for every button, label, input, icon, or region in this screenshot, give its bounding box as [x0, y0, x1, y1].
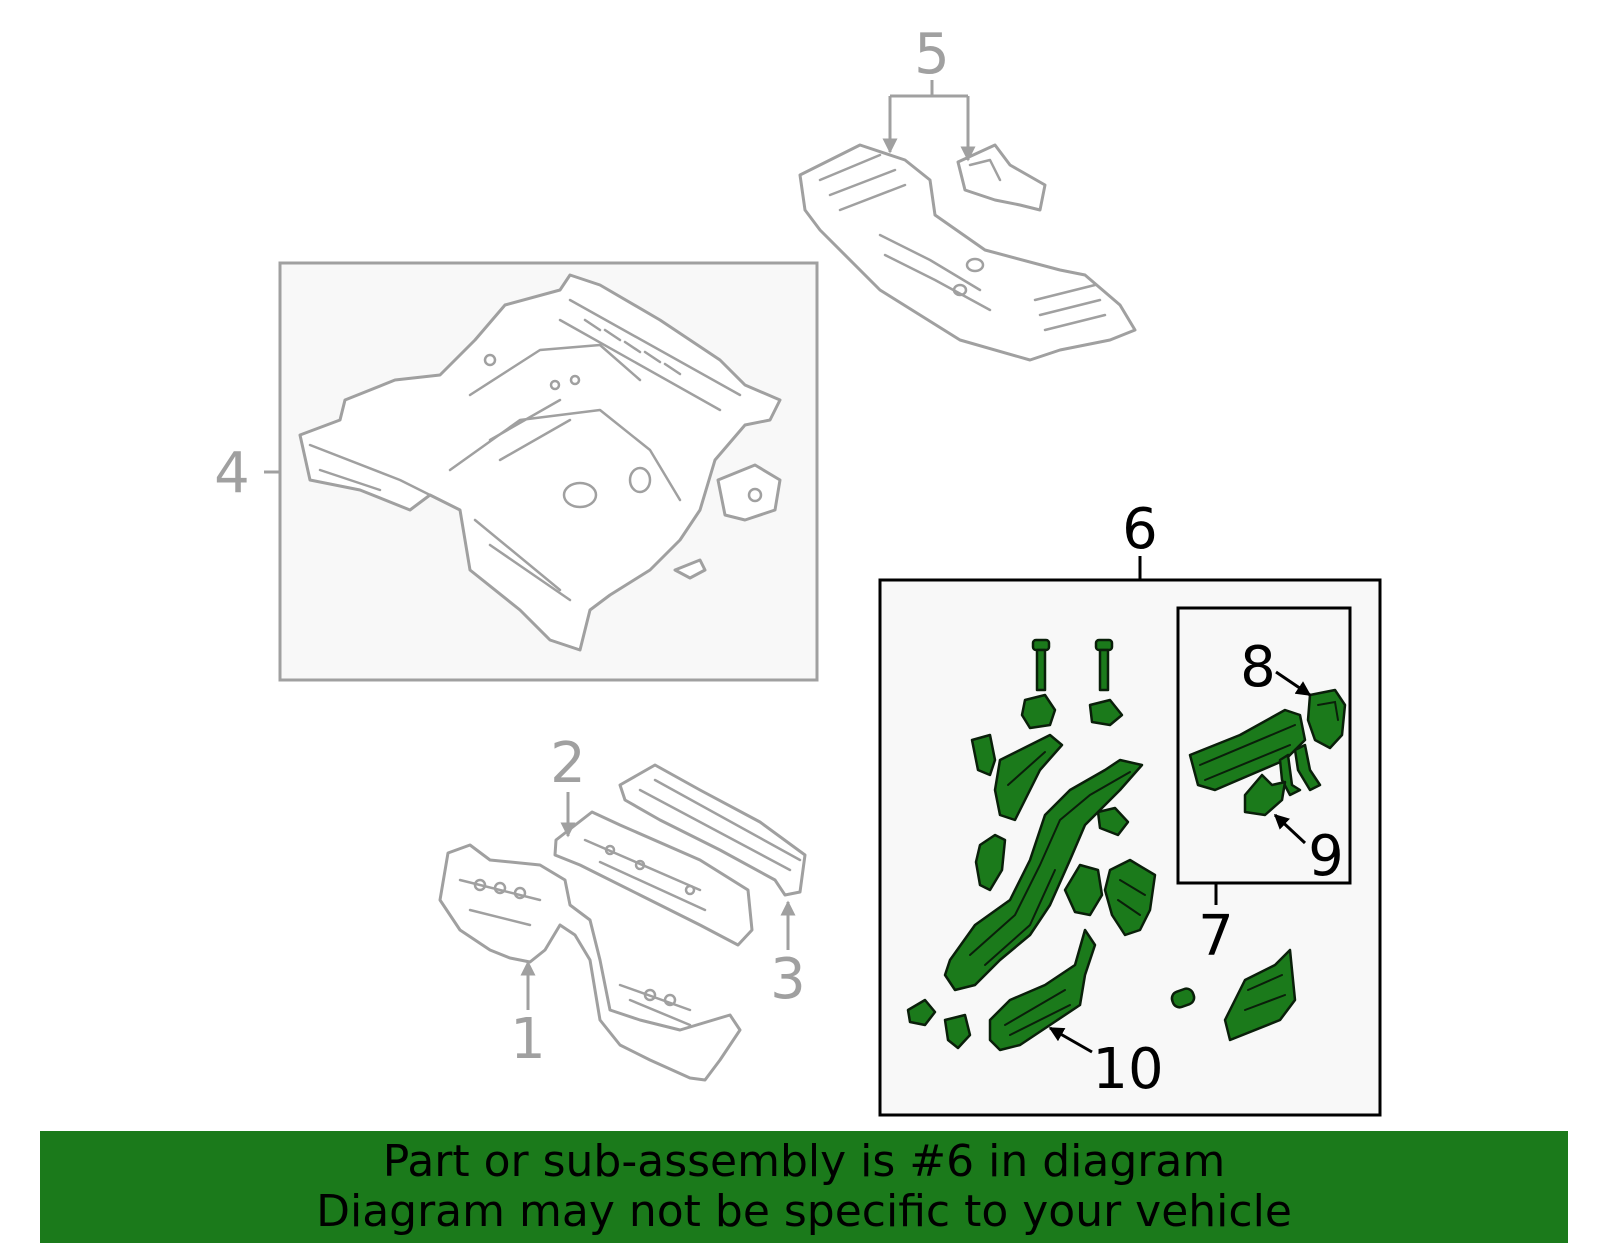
callout-3: 3: [770, 947, 806, 1012]
bolt-right: [1094, 638, 1114, 692]
callout-7: 7: [1198, 904, 1234, 969]
bolt-left: [1031, 638, 1051, 692]
callout-1: 1: [510, 1007, 546, 1072]
part-2-crossmember[interactable]: [553, 810, 754, 947]
leader-5: [882, 80, 976, 162]
part-3-crossmember[interactable]: [618, 763, 807, 897]
callout-9: 9: [1308, 824, 1344, 889]
leader-10: [1048, 1026, 1093, 1054]
callout-5: 5: [914, 22, 950, 87]
callout-6: 6: [1122, 497, 1158, 562]
part-6-assembly[interactable]: [906, 638, 1297, 1052]
leader-8: [1275, 670, 1312, 697]
callout-8: 8: [1240, 635, 1276, 700]
banner-line-part-info: Part or sub-assembly is #6 in diagram: [382, 1136, 1226, 1187]
part-4-floor-assembly[interactable]: [298, 273, 782, 652]
callout-2: 2: [550, 731, 586, 796]
leader-9: [1273, 813, 1307, 845]
part-8-gusset[interactable]: [1306, 688, 1347, 750]
part-5-rear-floor-pan[interactable]: [798, 143, 1137, 362]
banner-line-disclaimer: Diagram may not be specific to your vehi…: [316, 1186, 1292, 1237]
callout-10: 10: [1092, 1037, 1163, 1102]
info-banner: Part or sub-assembly is #6 in diagram Di…: [40, 1131, 1568, 1243]
part-9-bracket[interactable]: [1243, 773, 1287, 817]
callout-4: 4: [214, 441, 250, 506]
part-7-subassembly[interactable]: [1188, 708, 1322, 797]
